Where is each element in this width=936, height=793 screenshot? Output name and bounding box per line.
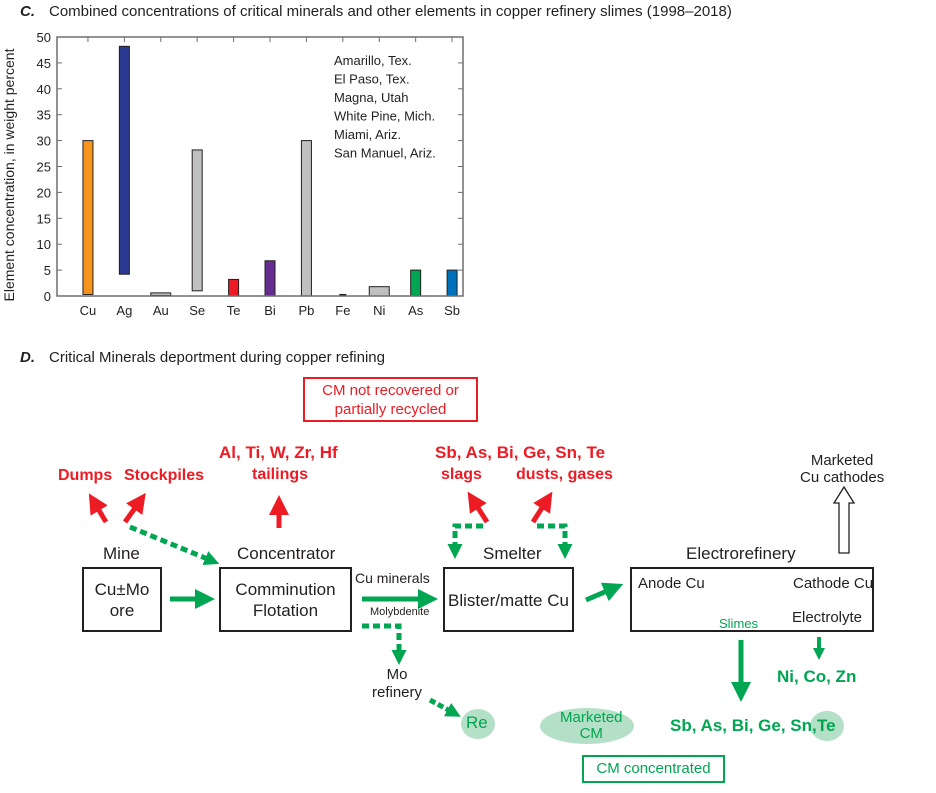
annotation-refinery: Magna, Utah (334, 90, 408, 105)
x-tick-label: Se (189, 303, 205, 318)
arrow-stockpile-to-concentrator (129, 524, 220, 566)
x-tick-label: Au (153, 303, 169, 318)
box-smelter: Blister/matte Cu (443, 567, 574, 632)
legend-marketed-ellipse (540, 708, 634, 744)
y-tick-label: 10 (37, 237, 51, 252)
y-tick-label: 20 (37, 185, 51, 200)
y-axis-label: Element concentration, in weight percent (1, 48, 17, 301)
y-tick-label: 0 (44, 289, 51, 304)
legend-not-recovered-line1: CM not recovered or (322, 382, 459, 399)
label-marketed-cathodes: Marketed Cu cathodes (800, 452, 884, 486)
label-mo-refinery: Mo refinery (372, 666, 422, 702)
y-tick-label: 15 (37, 211, 51, 226)
label-anode-cu: Anode Cu (638, 575, 705, 592)
annotation-refinery: Amarillo, Tex. (334, 53, 412, 68)
concentrator-line2: Flotation (252, 601, 319, 620)
label-electrolyte-products: Ni, Co, Zn (777, 667, 857, 686)
y-tick-label: 30 (37, 134, 51, 149)
arrow-mo-refinery-to-re (428, 697, 461, 717)
bar-chart: Element concentration, in weight percent… (1, 30, 464, 318)
label-electrolyte: Electrolyte (792, 609, 863, 626)
label-dusts-gases: dusts, gases (516, 466, 613, 483)
x-tick-label: As (408, 303, 424, 318)
legend-marketed-line2: CM (579, 725, 603, 742)
panel-d-title: D. Critical Minerals deportment during co… (20, 349, 385, 366)
legend-not-recovered-line2: partially recycled (334, 401, 447, 418)
y-tick-label: 25 (37, 160, 51, 175)
arrow-slags-recycle (447, 523, 483, 559)
x-tick-label: Bi (264, 303, 276, 318)
label-dumps: Dumps (58, 467, 113, 484)
arrow-dusts-recycle (537, 523, 573, 559)
heading-electrorefinery: Electrorefinery (686, 544, 796, 563)
panel-d-title-text: Critical Minerals deportment during copp… (49, 349, 385, 366)
label-slags: slags (441, 466, 482, 483)
panel-d-letter: D. (20, 349, 35, 366)
y-tick-label: 50 (37, 30, 51, 45)
mine-line2: ore (109, 601, 135, 620)
marketed-cathodes-line1: Marketed (810, 452, 874, 469)
mine-line1: Cu±Mo (94, 580, 150, 599)
heading-smelter: Smelter (483, 544, 542, 563)
label-re: Re (466, 713, 488, 732)
x-tick-label: Fe (335, 303, 350, 318)
annotation-refinery: Miami, Ariz. (334, 127, 401, 142)
bar-cu (82, 140, 94, 295)
arrow-molybdenite-to-mo-refinery (362, 623, 407, 665)
annotation-refinery: El Paso, Tex. (334, 72, 410, 87)
arrow-to-dusts (530, 491, 553, 524)
arrow-to-dumps (88, 493, 109, 524)
panel-c-letter: C. (20, 3, 35, 20)
bar-se (191, 149, 203, 292)
panel-c-title-text: Combined concentrations of critical mine… (49, 3, 732, 20)
annotation-refinery: San Manuel, Ariz. (334, 146, 436, 161)
x-tick-label: Sb (444, 303, 460, 318)
x-tick-label: Ag (116, 303, 132, 318)
label-cu-minerals: Cu minerals (355, 570, 430, 586)
legend-marketed-line1: Marketed (560, 709, 623, 726)
annotation-refinery: White Pine, Mich. (334, 109, 435, 124)
arrow-to-marketed-cathodes (832, 485, 856, 554)
label-tailings-elements: Al, Ti, W, Zr, Hf (219, 443, 338, 462)
concentrator-line1: Comminution (235, 580, 336, 599)
heading-concentrator: Concentrator (237, 544, 336, 563)
label-tailings: tailings (252, 466, 309, 483)
re-highlight (461, 709, 495, 739)
label-cathode-cu: Cathode Cu (793, 575, 874, 592)
plot-frame (56, 36, 464, 297)
box-electrorefinery: Anode Cu Cathode Cu Slimes Electrolyte (630, 567, 874, 632)
smelter-line1: Blister/matte Cu (448, 591, 569, 610)
label-slimes-te: Te (817, 716, 836, 735)
box-mine: Cu±Mo ore (82, 567, 162, 632)
arrow-to-stockpiles (122, 492, 146, 524)
x-tick-label: Te (227, 303, 241, 318)
marketed-cathodes-line2: Cu cathodes (800, 469, 885, 486)
panel-c-title: C. Combined concentrations of critical mi… (20, 3, 732, 20)
te-highlight (810, 711, 844, 741)
legend-not-recovered: CM not recovered or partially recycled (303, 377, 478, 422)
x-tick-label: Pb (298, 303, 314, 318)
label-slimes: Slimes (719, 616, 759, 631)
x-tick-label: Ni (373, 303, 385, 318)
mo-refinery-line2: refinery (372, 684, 423, 701)
y-tick-label: 5 (44, 263, 51, 278)
label-slimes-products: Sb, As, Bi, Ge, Sn, (670, 716, 817, 735)
mo-refinery-line1: Mo (386, 666, 408, 683)
y-tick-label: 40 (37, 82, 51, 97)
box-concentrator: Comminution Flotation (219, 567, 352, 632)
heading-mine: Mine (103, 544, 140, 563)
bar-ag (118, 45, 130, 275)
label-stockpiles: Stockpiles (124, 467, 205, 484)
y-tick-label: 45 (37, 56, 51, 71)
arrow-smelter-to-electrorefinery (585, 582, 624, 603)
label-smelter-elements: Sb, As, Bi, Ge, Sn, Te (435, 443, 606, 462)
arrow-to-slags (467, 491, 490, 524)
y-tick-label: 35 (37, 108, 51, 123)
legend-marketed-cm: Marketed CM (560, 710, 623, 742)
x-tick-label: Cu (80, 303, 97, 318)
legend-concentrated: CM concentrated (582, 755, 725, 783)
label-molybdenite: Molybdenite (370, 606, 430, 618)
